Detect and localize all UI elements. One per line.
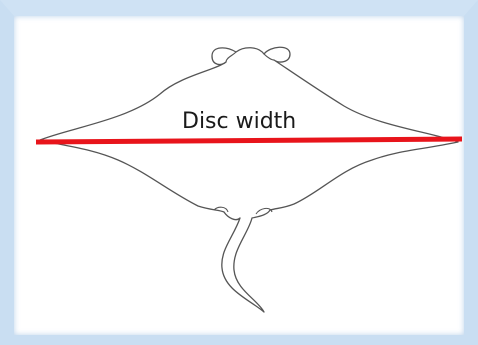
disc-width-label: Disc width <box>182 109 296 134</box>
pelvic-fin-detail <box>214 207 272 214</box>
cephalic-fin-right <box>264 54 274 60</box>
disc-width-line <box>36 139 462 142</box>
manta-ray-outline <box>40 47 458 312</box>
cephalic-fin-left <box>226 52 236 62</box>
